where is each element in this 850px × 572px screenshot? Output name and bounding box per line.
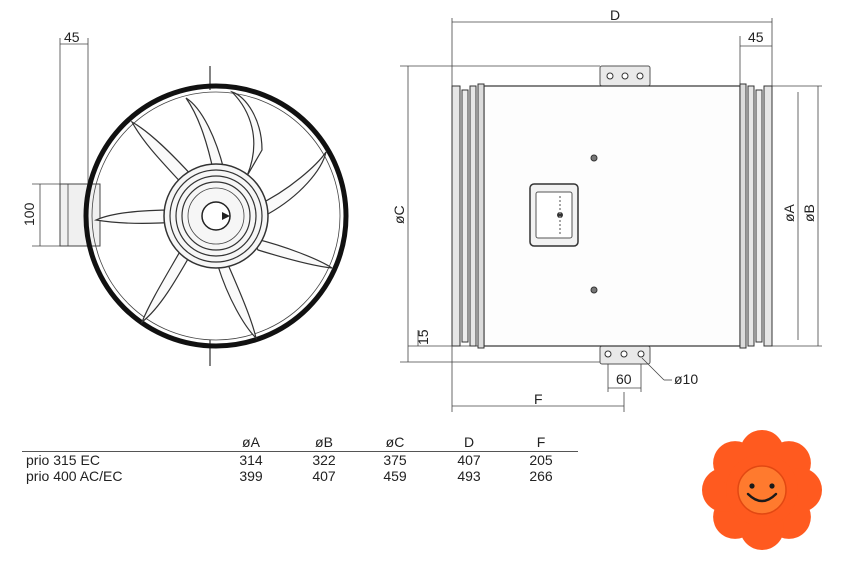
header-D: D — [463, 434, 475, 450]
table-row: prio 400 AC/EC 399 407 459 493 266 — [22, 468, 578, 484]
row-A: 314 — [239, 452, 263, 468]
dim-45-right: 45 — [748, 29, 764, 45]
dim-100: 100 — [21, 202, 37, 226]
row-C: 375 — [383, 452, 407, 468]
row-F: 205 — [529, 452, 553, 468]
row-A: 399 — [239, 468, 263, 484]
dim-B: øB — [801, 204, 817, 222]
header-F: F — [536, 434, 546, 450]
dim-60: 60 — [616, 371, 632, 387]
header-C: øC — [385, 434, 405, 450]
header-A: øA — [242, 434, 260, 450]
smile-icon — [746, 492, 778, 503]
dim-A: øA — [781, 203, 797, 222]
side-view: D 45 øC 15 øA øB — [391, 7, 822, 412]
flower-center — [737, 465, 787, 515]
table-header: øA øB øC D F — [22, 434, 578, 452]
dim-F: F — [534, 391, 543, 407]
header-B: øB — [315, 434, 333, 450]
row-B: 407 — [312, 468, 336, 484]
table-row: prio 315 EC 314 322 375 407 205 — [22, 452, 578, 468]
dimensions-table: øA øB øC D F prio 315 EC 314 322 375 407… — [22, 434, 578, 484]
row-B: 322 — [312, 452, 336, 468]
row-model: prio 400 AC/EC — [26, 468, 123, 484]
row-model: prio 315 EC — [26, 452, 100, 468]
front-view: 45 100 — [21, 29, 349, 366]
row-C: 459 — [383, 468, 407, 484]
dim-C: øC — [391, 205, 407, 224]
dim-45-left: 45 — [64, 29, 80, 45]
technical-drawing: 45 100 — [21, 7, 822, 412]
row-D: 493 — [457, 468, 481, 484]
dim-15: 15 — [415, 329, 431, 345]
dim-10: ø10 — [674, 371, 698, 387]
left-eye-icon — [749, 483, 755, 489]
outer-ring — [83, 83, 349, 349]
smiley-flower-logo — [702, 430, 822, 550]
right-eye-icon — [769, 483, 775, 489]
row-D: 407 — [457, 452, 481, 468]
row-F: 266 — [529, 468, 553, 484]
dim-D: D — [610, 7, 620, 23]
